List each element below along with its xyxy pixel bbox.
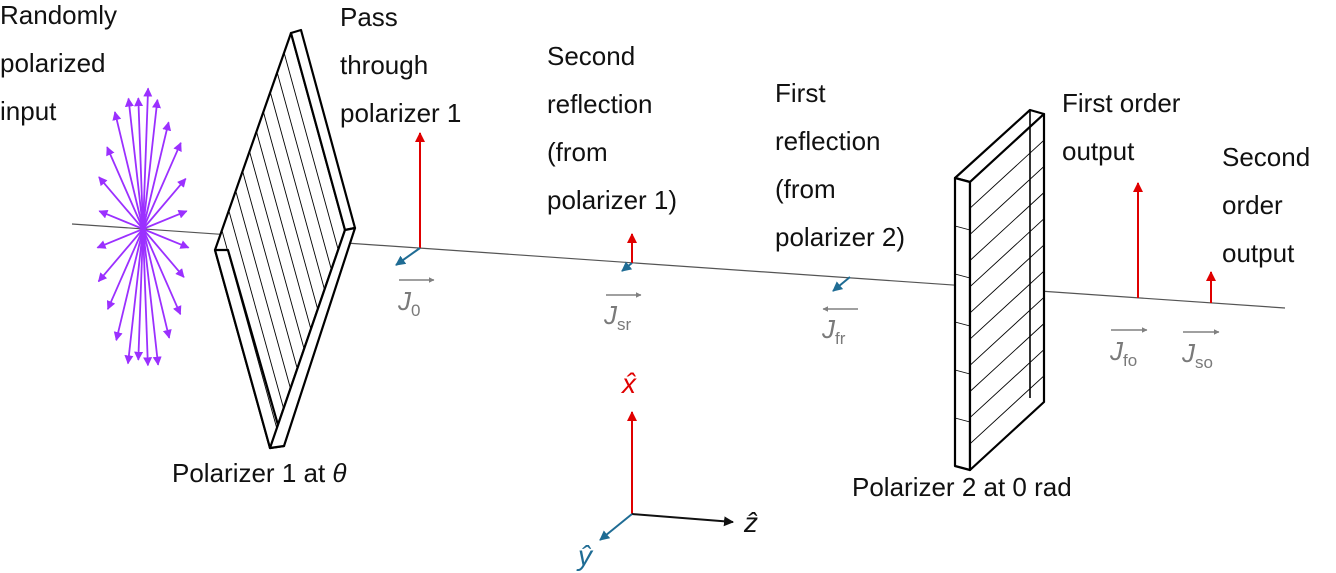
input-polarization-arrow <box>112 111 144 230</box>
input-polarization-arrow <box>98 176 144 230</box>
input-polarization-arrow <box>113 228 144 342</box>
polarizer-grid-line <box>242 170 298 369</box>
first-order-output-label: First order output <box>1062 88 1188 166</box>
second-order-output-label: Second order output <box>1222 142 1317 268</box>
polarizer-grid-line <box>269 92 325 290</box>
polarizer-grid-line <box>262 111 319 310</box>
z-axis-label: ẑ <box>743 507 758 538</box>
polarizer-grid-line <box>969 139 1045 209</box>
input-polarization-arrow <box>96 228 144 249</box>
input-polarization-arrow <box>142 141 182 230</box>
beam-states <box>395 132 1216 303</box>
polarizer-grid-line <box>969 166 1045 235</box>
input-polarization-arrow <box>98 210 144 230</box>
polarizer-1-front-face <box>213 31 347 450</box>
polarizer-grid-line <box>969 218 1045 288</box>
polarizer-grid-line <box>954 225 971 231</box>
input-polarization-arrow <box>124 228 144 365</box>
polarizer-2-grid-lines <box>954 139 1045 445</box>
polarizer-grid-line <box>969 192 1045 261</box>
polarizer-1 <box>213 28 357 450</box>
input-polarization-arrow <box>124 97 144 230</box>
input-polarization-arrow <box>142 228 185 278</box>
polarizer-grid-line <box>228 210 285 409</box>
polarizer-grid-line <box>969 296 1045 366</box>
z-axis-arrow <box>631 513 734 527</box>
polarizer-grid-line <box>969 349 1045 418</box>
input-polarization-arrow <box>142 228 153 367</box>
jfo-label: Jfo <box>1109 336 1137 370</box>
polarizer-grid-line <box>249 151 305 350</box>
input-polarization-arrow <box>142 98 161 230</box>
polarizer-grid-line <box>283 52 339 250</box>
input-label: Randomly polarized input <box>0 0 124 126</box>
polarizer-grid-line <box>256 131 312 330</box>
polarizer-grid-line <box>954 273 971 279</box>
y-axis-arrow <box>599 513 633 541</box>
polarizer-grid-line <box>954 321 971 327</box>
input-polarization-arrow <box>142 228 172 339</box>
second-reflection-y-arrow <box>621 261 633 272</box>
polarizer-2 <box>953 108 1046 472</box>
propagation-arrows <box>399 277 1220 335</box>
input-polarization-arrow <box>106 146 144 230</box>
input-polarization-arrow <box>106 228 144 311</box>
polarizer-grid-line <box>969 323 1045 392</box>
first-reflection-y-arrow <box>832 276 851 292</box>
y-axis-label: ŷ <box>576 540 594 571</box>
input-polarization-arrow <box>134 97 144 230</box>
polarizer-grid-line <box>969 270 1045 340</box>
input-polarization-arrow <box>142 178 187 230</box>
input-polarization-arrow <box>134 228 144 361</box>
coordinate-axes: x̂ ẑ ŷ <box>576 368 758 571</box>
j0-label: J0 <box>397 286 420 320</box>
input-polarization-arrow <box>142 87 153 230</box>
polarizer-grid-line <box>969 375 1045 445</box>
input-polarization-arrow <box>97 228 144 283</box>
polarizer-grid-line <box>221 230 278 429</box>
polarizer-2-label: Polarizer 2 at 0 rad <box>852 472 1072 502</box>
x-axis-label: x̂ <box>620 368 637 399</box>
polarizer-1-grid-lines <box>221 52 339 429</box>
polarizer-grid-line <box>276 72 332 270</box>
jsr-label: Jsr <box>603 300 632 334</box>
first-reflection-label: First reflection (from polarizer 2) <box>775 78 905 252</box>
polarizer-grid-line <box>954 369 971 375</box>
jso-label: Jso <box>1181 338 1213 372</box>
input-polarization-arrow <box>142 228 162 366</box>
input-polarization-arrow <box>142 228 190 249</box>
polarizer-grid-line <box>969 244 1045 314</box>
input-polarization-arrow <box>142 121 172 230</box>
jfr-label: Jfr <box>821 314 846 348</box>
input-polarization-arrow <box>142 228 182 316</box>
polarizer-1-side-face <box>268 226 357 450</box>
polarizer-grid-line <box>954 417 971 423</box>
polarizer-1-label: Polarizer 1 at θ <box>172 458 347 488</box>
second-reflection-label: Second reflection (from polarizer 1) <box>547 41 677 215</box>
pass-through-y-arrow <box>395 247 421 266</box>
input-polarization-arrow <box>142 210 188 230</box>
polarizer-grid-line <box>235 190 291 389</box>
pass-through-label: Pass through polarizer 1 <box>340 2 461 128</box>
random-polarization-arrows <box>96 87 190 367</box>
